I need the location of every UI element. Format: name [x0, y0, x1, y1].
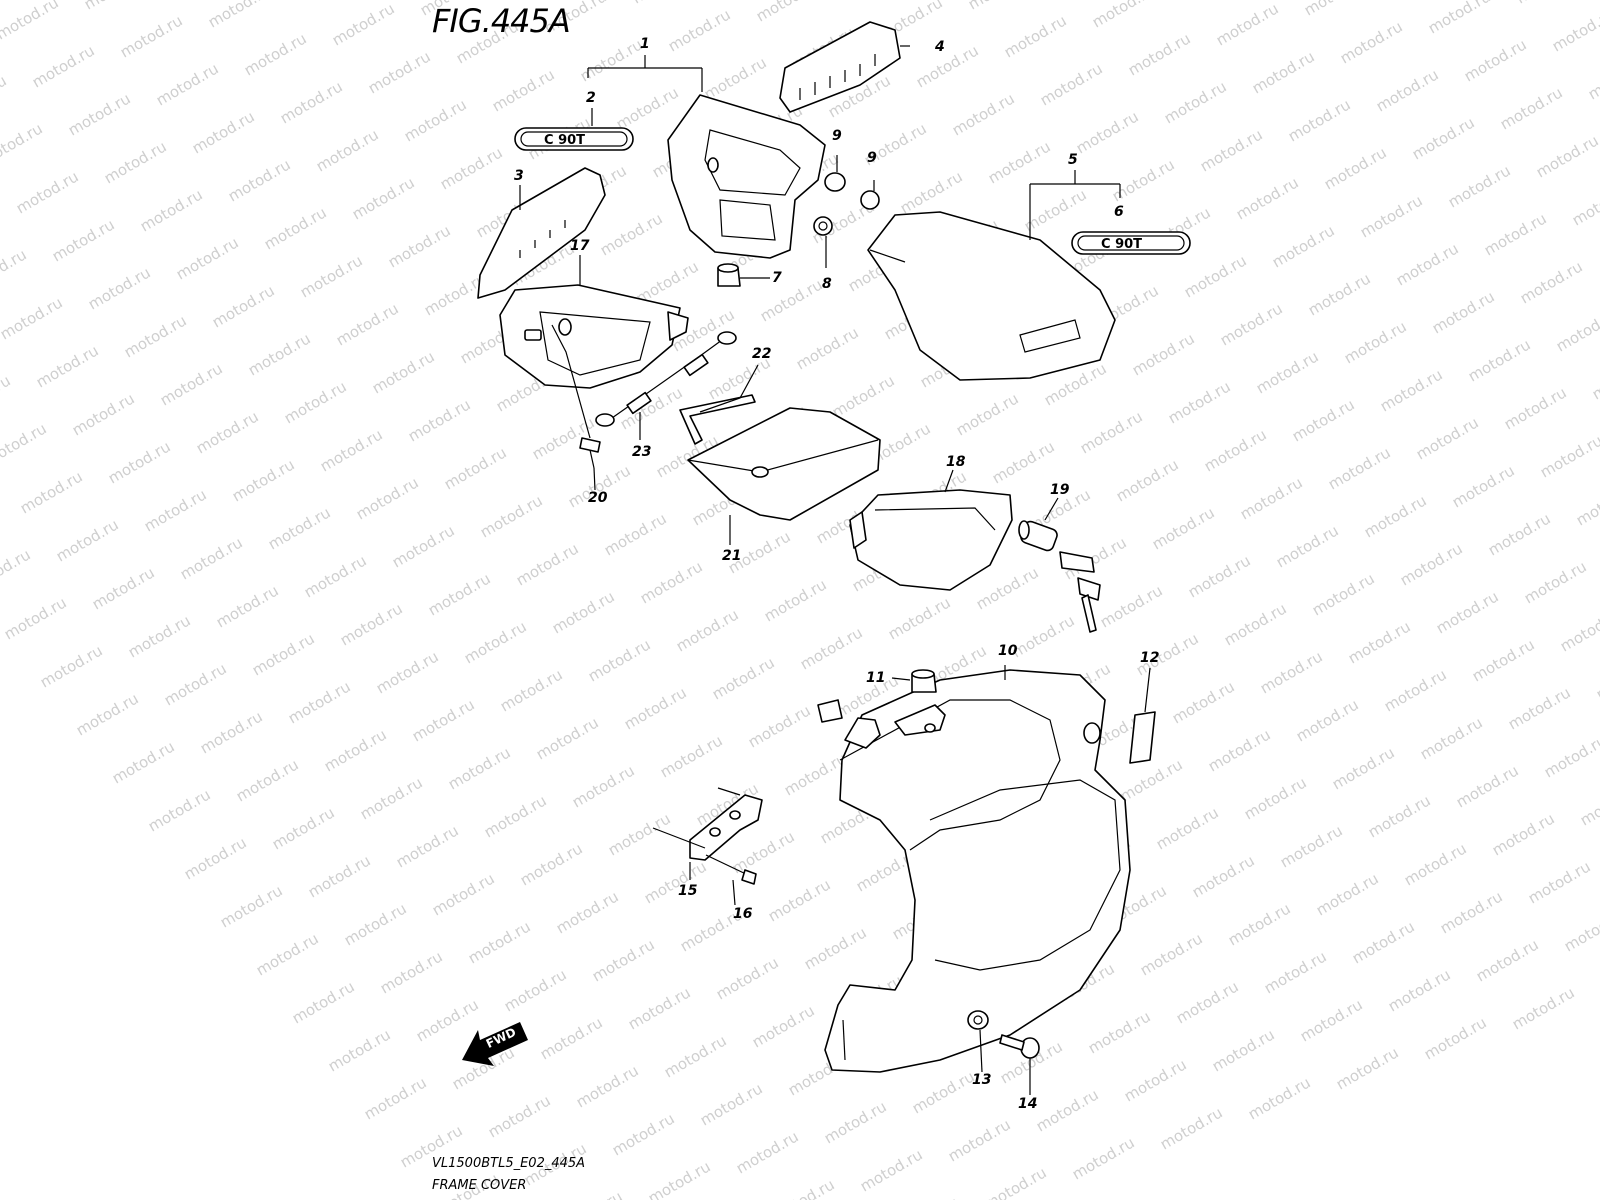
- callout-4: 4: [934, 39, 945, 55]
- part-22-wrench: [679, 394, 756, 445]
- callout-16: 16: [733, 906, 753, 922]
- callout-8: 8: [822, 276, 832, 292]
- callout-7: 7: [772, 270, 782, 286]
- emblem-text-2: C 90T: [544, 133, 585, 148]
- part-16-bolt: [705, 854, 757, 885]
- part-13-grommet: [967, 1010, 989, 1030]
- part-20-screw: [579, 437, 601, 469]
- callout-10: 10: [998, 643, 1018, 659]
- part-9b-grommet: [860, 190, 880, 210]
- leader-lines: [519, 45, 1151, 1095]
- figure-caption: FRAME COVER: [432, 1178, 527, 1193]
- part-18-box: [849, 489, 1013, 591]
- part-12-label: [1129, 711, 1156, 764]
- part-23-cable: [595, 331, 737, 427]
- part-21-tool-bag: [687, 407, 881, 521]
- callout-17: 17: [570, 238, 590, 254]
- callout-14: 14: [1018, 1096, 1037, 1112]
- callout-15: 15: [678, 883, 698, 899]
- callout-6: 6: [1114, 204, 1124, 220]
- callout-2: 2: [586, 90, 596, 106]
- part-4-pad: [779, 21, 901, 113]
- part-11-cushion: [817, 669, 937, 723]
- part-5-side-cover: [867, 211, 1116, 381]
- part-7-cushion: [717, 263, 741, 287]
- callout-5: 5: [1068, 152, 1078, 168]
- callout-9b: 9: [867, 150, 877, 166]
- callout-1: 1: [640, 36, 650, 52]
- part-14-bolt: [999, 1034, 1040, 1059]
- callout-11: 11: [866, 670, 885, 686]
- callout-23: 23: [632, 444, 651, 460]
- part-3-plate: [477, 167, 606, 299]
- part-17-box: [499, 284, 689, 389]
- callout-labels: 1 2 3 4 5 6 7 8 9 9 10 11 12 13 14 15 16…: [514, 36, 1159, 1112]
- callout-21: 21: [722, 548, 741, 564]
- callout-19: 19: [1050, 482, 1070, 498]
- part-8-grommet: [813, 216, 833, 236]
- part-2-emblem: C 90T: [514, 127, 634, 151]
- figure-title: FIG.445A: [432, 2, 571, 40]
- callout-3: 3: [514, 168, 524, 184]
- fwd-arrow-icon: FWD: [462, 1022, 528, 1066]
- callout-22: 22: [752, 346, 771, 362]
- callout-12: 12: [1140, 650, 1159, 666]
- emblem-text-6: C 90T: [1101, 237, 1142, 252]
- part-15-bracket: [652, 787, 763, 861]
- part-9a-grommet: [824, 172, 846, 192]
- callout-18: 18: [946, 454, 966, 470]
- callout-20: 20: [588, 490, 608, 506]
- part-19-lock: [1018, 520, 1101, 633]
- callout-9a: 9: [832, 128, 842, 144]
- figure-code: VL1500BTL5_E02_445A: [432, 1156, 586, 1171]
- part-1-cover: [667, 94, 826, 259]
- callout-13: 13: [972, 1072, 991, 1088]
- part-6-emblem: C 90T: [1071, 231, 1191, 255]
- part-10-frame-cover: [824, 669, 1131, 1073]
